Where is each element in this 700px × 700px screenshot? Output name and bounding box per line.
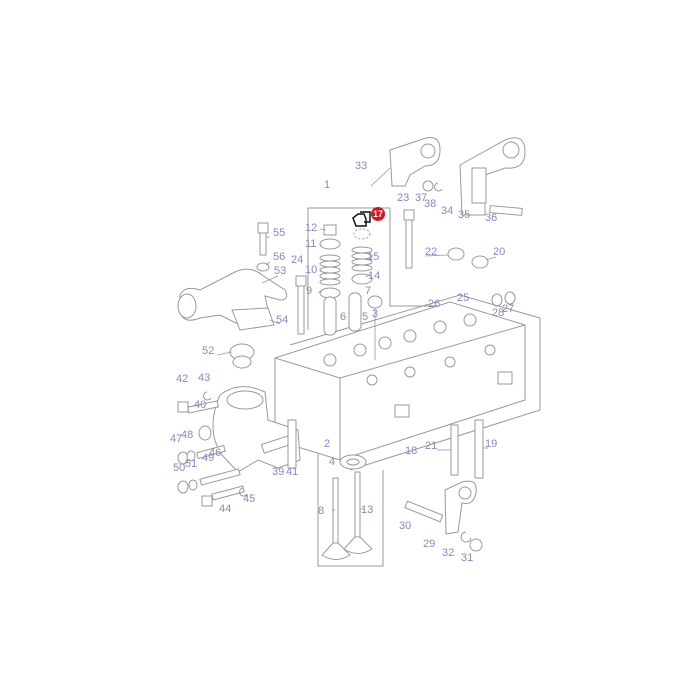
callout-label-38[interactable]: 38 [424,198,437,210]
bracket-33 [389,137,441,187]
spring-15 [351,246,373,272]
callout-label-56[interactable]: 56 [273,251,286,263]
callout-label-31[interactable]: 31 [461,552,474,564]
callout-label-54[interactable]: 54 [276,314,289,326]
stud-21 [450,424,459,476]
nut-31 [469,538,483,552]
callout-label-48[interactable]: 48 [181,429,194,441]
valve-frame-line [317,450,384,567]
callout-label-2[interactable]: 2 [324,438,331,450]
callout-label-9[interactable]: 9 [306,285,313,297]
callout-label-44[interactable]: 44 [219,503,232,515]
callout-label-41[interactable]: 41 [286,466,299,478]
callout-label-4[interactable]: 4 [329,456,336,468]
bolt-42 [177,401,189,413]
guide-7 [348,292,362,332]
callout-label-5[interactable]: 5 [362,311,369,323]
valve-8 [332,477,339,544]
callout-label-3[interactable]: 3 [372,308,379,320]
callout-label-18[interactable]: 18 [405,445,418,457]
gasket-41 [287,419,297,469]
highlight-badge-17[interactable]: 17 [371,207,385,221]
callout-label-25[interactable]: 25 [457,292,470,304]
callout-label-46[interactable]: 46 [209,447,222,459]
bolt-23 [405,219,413,269]
bolt-44 [211,485,245,501]
callout-label-33[interactable]: 33 [355,160,368,172]
housing-39 [212,386,301,473]
callout-label-43[interactable]: 43 [198,372,211,384]
gasket-54 [231,307,275,331]
callout-label-39[interactable]: 39 [272,466,285,478]
bolt-55 [259,232,267,256]
fitting-27 [504,291,516,305]
callout-label-40[interactable]: 40 [194,399,207,411]
callout-label-47[interactable]: 47 [170,433,183,445]
callout-label-11[interactable]: 11 [305,238,317,250]
plug-40 [198,425,212,441]
callout-label-28[interactable]: 28 [492,307,505,319]
stud-36 [489,205,523,216]
nut-37 [422,180,434,192]
callout-label-13[interactable]: 13 [361,504,374,516]
spring-10 [319,254,341,286]
callout-label-10[interactable]: 10 [305,264,318,276]
callout-label-29[interactable]: 29 [423,538,436,550]
callout-label-14[interactable]: 14 [368,270,381,282]
washer-48 [186,450,196,462]
washer-51 [188,479,198,491]
callout-label-45[interactable]: 45 [243,493,256,505]
callout-label-53[interactable]: 53 [274,265,287,277]
cylinder-head [274,301,526,461]
callout-label-24[interactable]: 24 [291,254,304,266]
callout-label-42[interactable]: 42 [176,373,189,385]
callout-label-30[interactable]: 30 [399,520,412,532]
callout-label-34[interactable]: 34 [441,205,454,217]
callout-label-23[interactable]: 23 [397,192,410,204]
nut-22 [447,247,465,261]
callout-label-27[interactable]: 27 [502,303,515,315]
retainer-11 [319,238,341,250]
guide-6 [323,296,337,336]
valve-13 [354,471,361,538]
nut-50 [177,480,189,494]
callout-label-15[interactable]: 15 [367,251,380,263]
callout-label-26[interactable]: 26 [428,298,441,310]
callout-label-49[interactable]: 49 [202,452,215,464]
clip-38 [434,182,443,192]
stud-30 [404,500,444,523]
callout-label-36[interactable]: 36 [485,212,498,224]
callout-label-19[interactable]: 19 [485,438,498,450]
callout-label-55[interactable]: 55 [273,227,286,239]
nut-20 [471,255,489,269]
washer-45 [239,487,248,497]
callout-label-6[interactable]: 6 [340,311,347,323]
callout-label-8[interactable]: 8 [318,505,325,517]
callout-label-20[interactable]: 20 [493,246,506,258]
frame-line [307,207,440,330]
callout-label-37[interactable]: 37 [415,192,428,204]
callout-label-7[interactable]: 7 [365,285,372,297]
stud-19 [474,419,484,479]
stud-49 [199,468,241,486]
clip-32 [460,531,472,543]
stud-46 [196,444,226,460]
seal-5 [367,295,383,309]
callout-label-22[interactable]: 22 [425,246,438,258]
callout-label-1[interactable]: 1 [324,179,331,191]
callout-label-35[interactable]: 35 [458,209,471,221]
stud-24 [297,285,305,335]
callout-label-32[interactable]: 32 [442,547,455,559]
washer-43 [203,391,212,401]
washer-4 [339,454,367,470]
plate-35 [471,167,487,204]
callout-label-12[interactable]: 12 [305,222,318,234]
part-17-icon [352,213,367,227]
callout-label-51[interactable]: 51 [185,458,198,470]
callout-label-21[interactable]: 21 [425,440,438,452]
callout-label-52[interactable]: 52 [202,345,215,357]
callout-label-50[interactable]: 50 [173,462,186,474]
